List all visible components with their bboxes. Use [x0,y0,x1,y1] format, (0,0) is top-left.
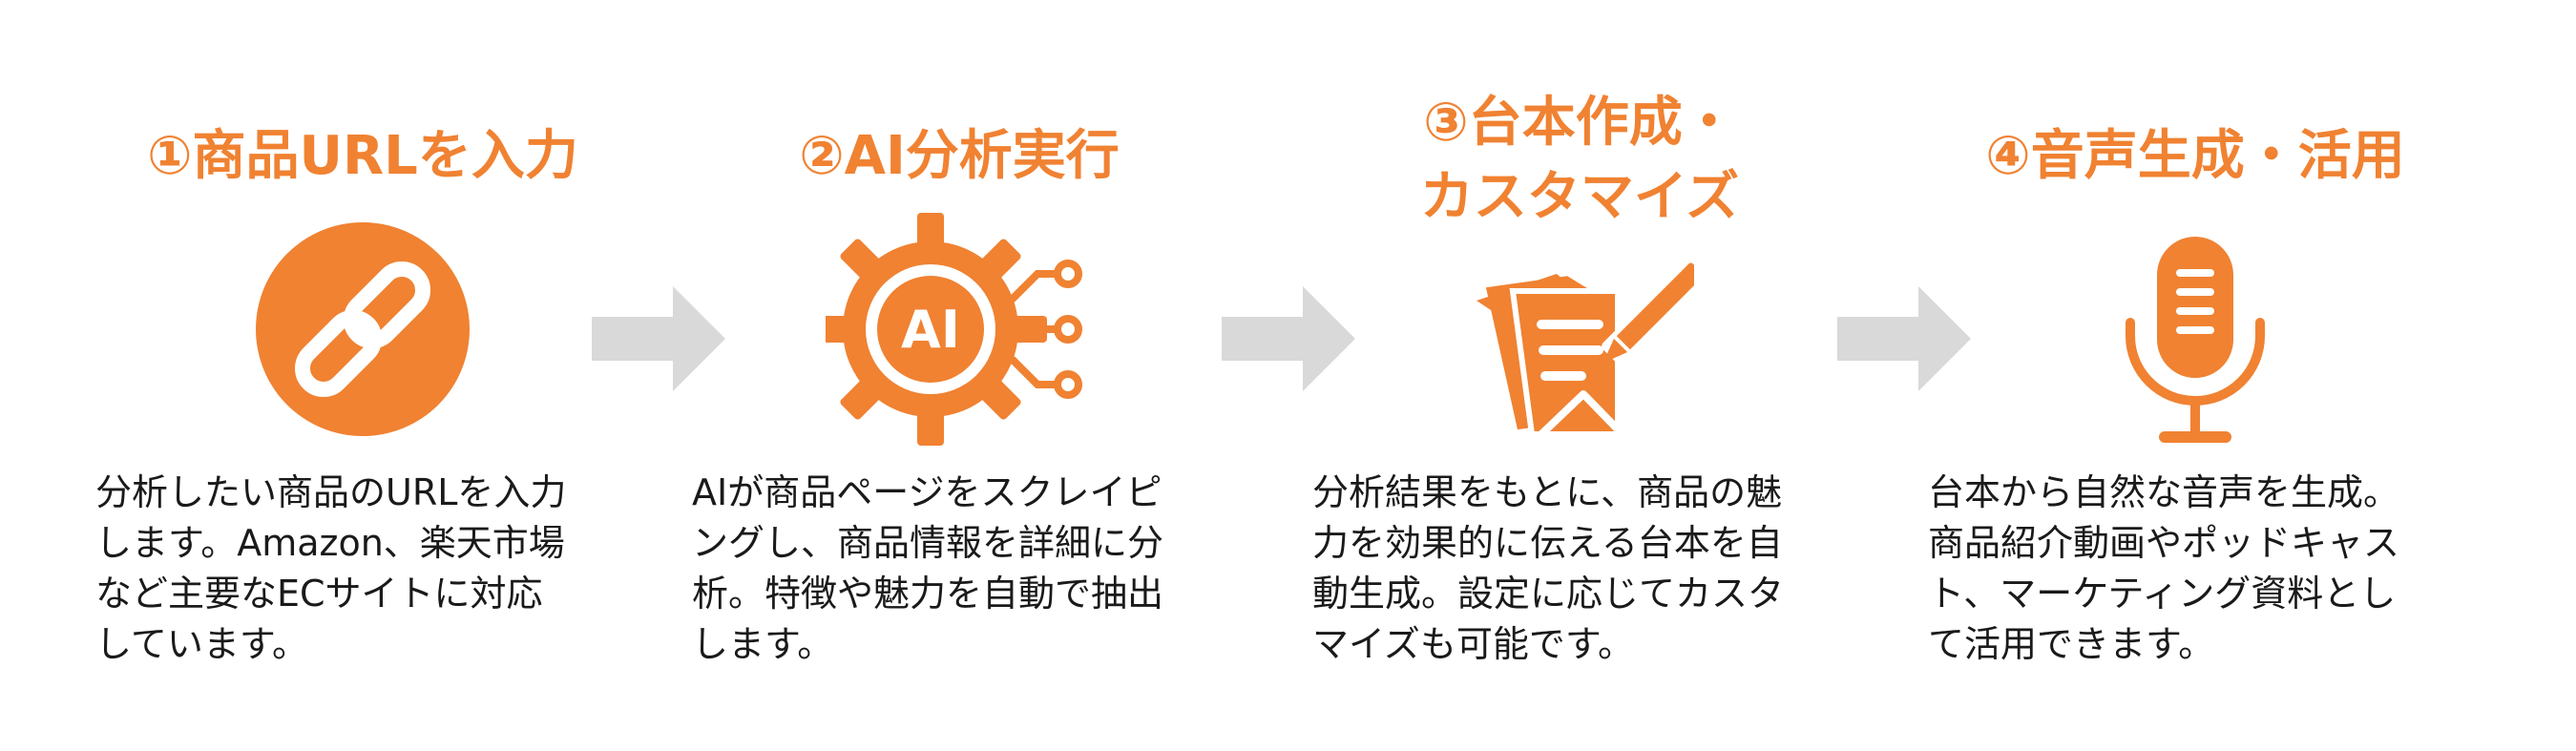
step-1-title: ①商品URLを入力 [147,125,578,187]
step-1-description: 分析したい商品のURLを入力 します。Amazon、楽天市場 など主要なECサイ… [95,471,567,665]
microphone-icon [2126,237,2265,443]
step-1: ①商品URLを入力 分析したい商品のURLを入力 します。Amazon、楽天市場… [95,0,630,751]
ai-gear-icon: AI [826,213,1082,446]
step-3-title: ③台本作成・ カスタマイズ [1419,92,1740,228]
step-3-description: 分析結果をもとに、商品の魅 力を効果的に伝える台本を自 動生成。設定に応じてカス… [1312,471,1785,665]
ai-icon-label: AI [901,300,960,360]
document-edit-icon [1476,260,1694,437]
step-4: ④音声生成・活用 台本から自然な音声を生成。 商品紹介動画やポッドキャス ト、マ… [1928,0,2462,751]
arrow-right-icon [592,286,725,391]
arrow-right-icon [1222,286,1355,391]
step-4-title: ④音声生成・活用 [1985,125,2405,187]
step-2: ②AI分析実行 AI [692,0,1226,751]
link-icon [256,222,470,436]
step-4-description: 台本から自然な音声を生成。 商品紹介動画やポッドキャス ト、マーケティング資料と… [1928,471,2400,665]
step-2-description: AIが商品ページをスクレイピ ングし、商品情報を詳細に分 析。特徴や魅力を自動で… [692,471,1164,665]
step-3: ③台本作成・ カスタマイズ 分析結果をもとに、商品の [1312,0,1847,751]
arrow-right-icon [1837,286,1971,391]
step-2-title: ②AI分析実行 [799,125,1120,187]
